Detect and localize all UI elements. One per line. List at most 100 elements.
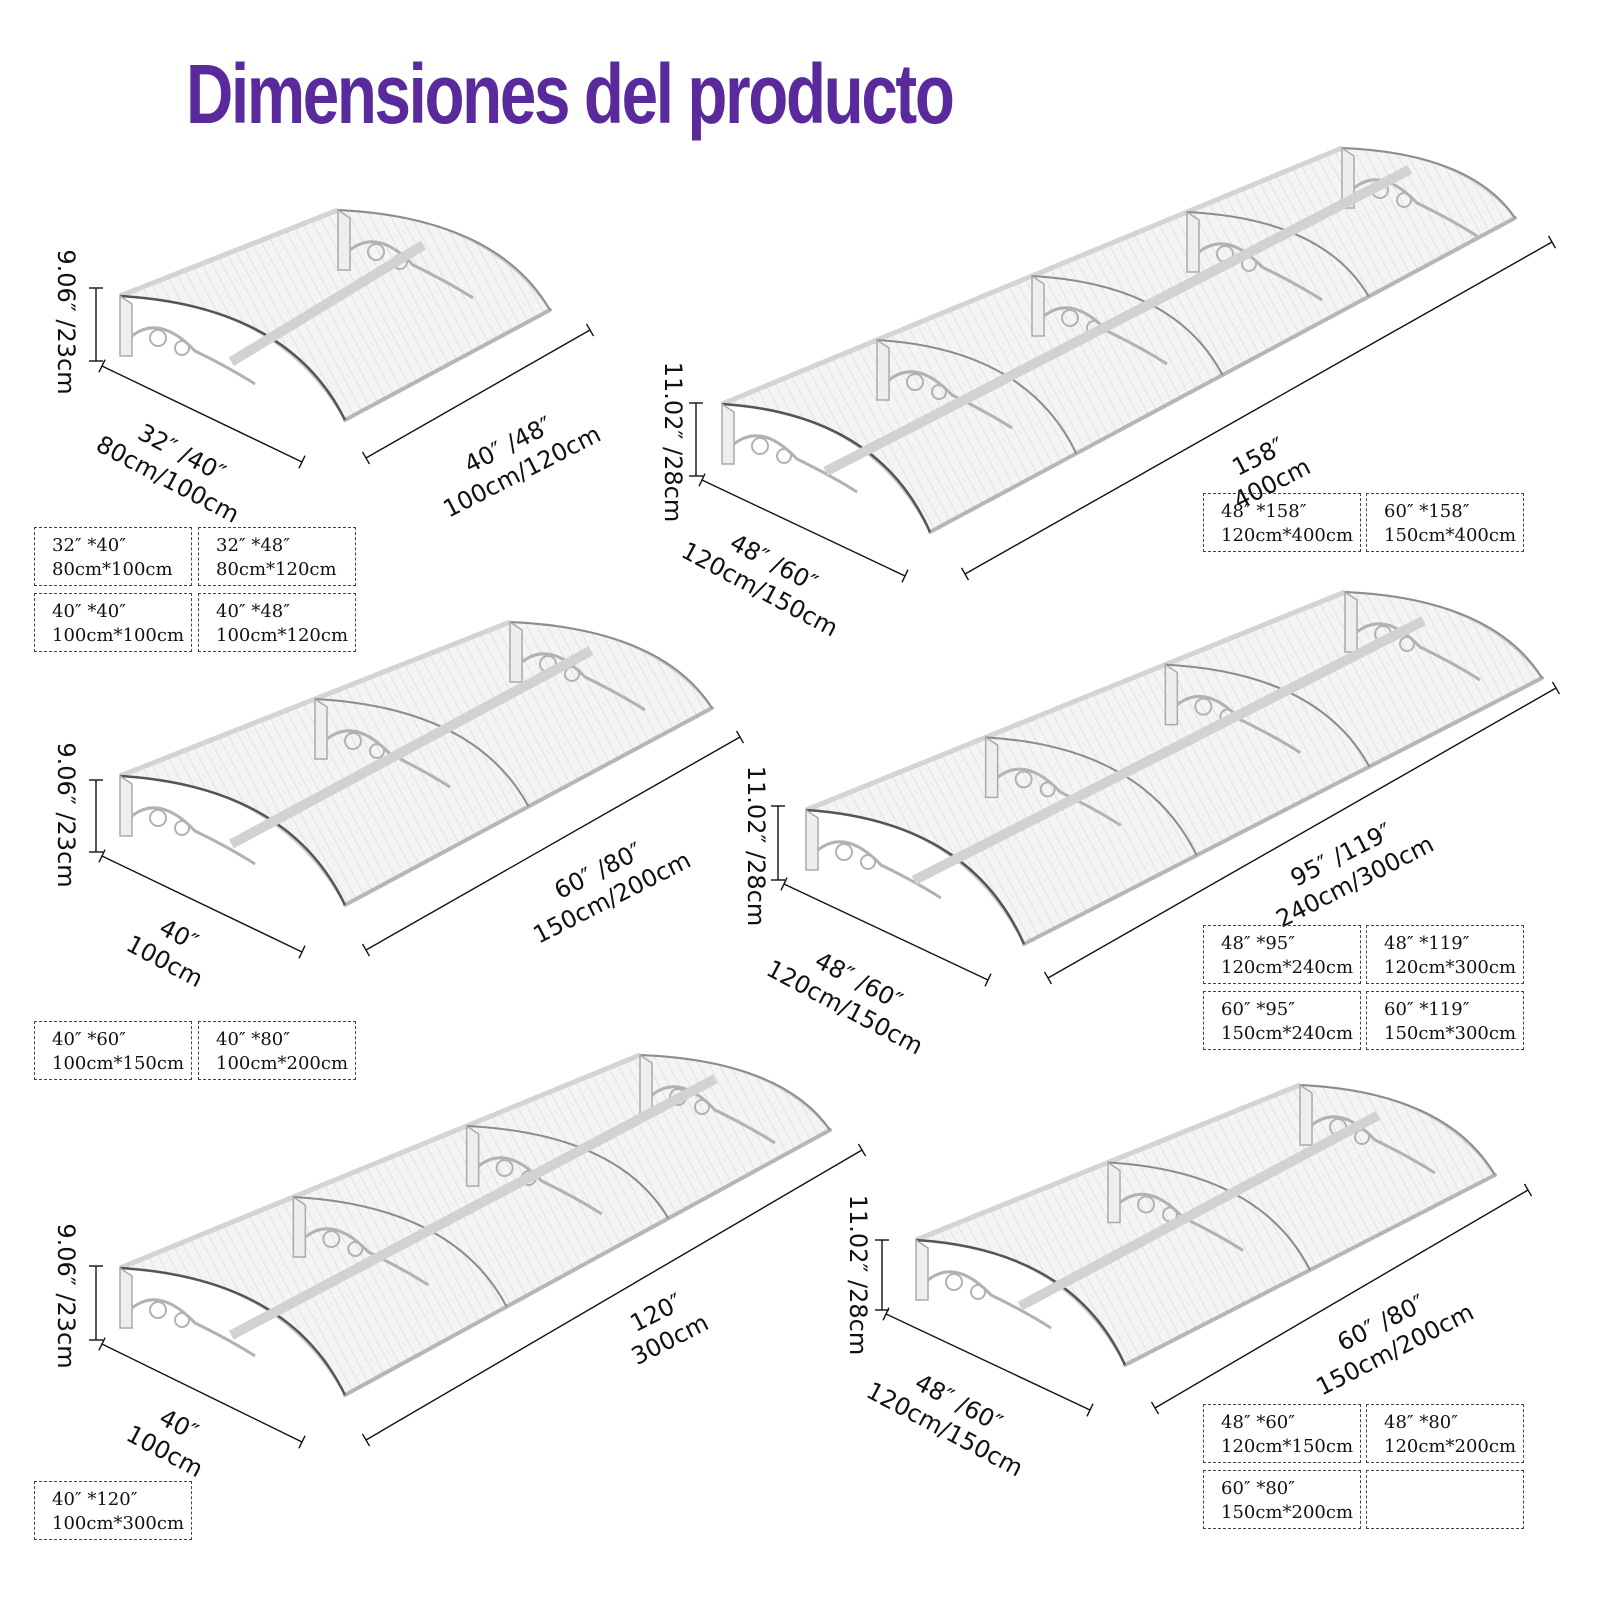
- size-inches: 48″ *119″: [1384, 933, 1470, 954]
- seam-arc: [1165, 663, 1371, 768]
- width-dimension-line: [960, 235, 1557, 581]
- size-cm: 150cm*200cm: [1221, 1502, 1354, 1523]
- empty-size-box: [1366, 1470, 1524, 1529]
- wall-rail: [119, 1052, 641, 1271]
- seam-arc: [1186, 211, 1370, 298]
- height-dimension-line: [771, 805, 785, 881]
- seam-arc: [1344, 591, 1543, 679]
- seam-arc: [721, 402, 932, 533]
- support-bar: [911, 616, 1426, 885]
- size-inches: 48″ *80″: [1384, 1412, 1458, 1433]
- size-inches: 32″ *40″: [52, 535, 126, 556]
- support-bar: [823, 165, 1413, 477]
- size-cm: 120cm*150cm: [1221, 1436, 1354, 1457]
- size-option-box: 32″ *40″ 80cm*100cm: [34, 527, 192, 586]
- size-inches: 40″ *40″: [52, 601, 126, 622]
- size-cm: 150cm*300cm: [1384, 1023, 1517, 1044]
- size-cm: 150cm*240cm: [1221, 1023, 1354, 1044]
- support-bar: [228, 1074, 718, 1340]
- size-inches: 60″ *95″: [1221, 999, 1295, 1020]
- support-bar: [228, 646, 594, 849]
- size-cm: 100cm*150cm: [52, 1053, 185, 1074]
- canopy-6: [915, 1082, 1497, 1367]
- bracket: [915, 1238, 1052, 1330]
- depth-dimension-line: [780, 877, 992, 987]
- width-dimension-line: [1043, 681, 1561, 985]
- height-dimension-line: [89, 1265, 103, 1341]
- height-dimension-line: [89, 779, 103, 853]
- width-label: 60″ /80″150cm/200cm: [1298, 1271, 1478, 1401]
- height-dimension-line: [875, 1239, 889, 1311]
- bracket: [119, 774, 256, 866]
- size-option-box: 48″ *119″ 120cm*300cm: [1366, 925, 1524, 984]
- size-option-box: 60″ *158″150cm*400cm: [1366, 493, 1524, 552]
- height-dimension-line: [689, 402, 703, 477]
- size-cm: 150cm*400cm: [1384, 525, 1517, 546]
- height-label: 9.06″ /23cm: [52, 1223, 80, 1368]
- depth-dimension-line: [698, 473, 909, 583]
- canopy-1: [119, 207, 552, 422]
- size-inches: 48″ *60″: [1221, 1412, 1295, 1433]
- size-inches: 40″ *60″: [52, 1029, 126, 1050]
- size-cm: 100cm*300cm: [52, 1513, 185, 1534]
- bracket: [721, 402, 858, 494]
- bracket: [984, 735, 1122, 827]
- size-option-box: 48″ *95″ 120cm*240cm: [1203, 925, 1361, 984]
- size-option-box: 60″ *80″ 150cm*200cm: [1203, 1470, 1361, 1529]
- size-option-box: 32″ *48″80cm*120cm: [198, 527, 356, 586]
- bracket: [1341, 146, 1478, 238]
- height-label: 9.06″ /23cm: [52, 742, 80, 887]
- support-bar: [1017, 1111, 1381, 1311]
- size-cm: 120cm*200cm: [1384, 1436, 1517, 1457]
- bracket: [119, 294, 256, 386]
- size-inches: 60″ *119″: [1384, 999, 1470, 1020]
- size-inches: 40″ *120″: [52, 1489, 138, 1510]
- size-cm: 120cm*300cm: [1384, 957, 1517, 978]
- seam-arc: [1341, 147, 1516, 219]
- bracket: [639, 1053, 776, 1145]
- width-dimension-line: [1150, 1183, 1533, 1415]
- seam-arc: [1299, 1084, 1496, 1176]
- height-label: 11.02″ /28cm: [659, 362, 687, 523]
- size-cm: 100cm*120cm: [216, 625, 349, 646]
- size-inches: 60″ *80″: [1221, 1478, 1295, 1499]
- height-label: 9.06″ /23cm: [52, 249, 80, 394]
- bracket: [805, 808, 942, 900]
- support-bar: [228, 240, 426, 367]
- size-option-box: 48″ *60″ 120cm*150cm: [1203, 1404, 1361, 1463]
- size-cm: 120cm*400cm: [1221, 525, 1354, 546]
- wall-rail: [119, 207, 339, 299]
- canopy-2: [119, 619, 714, 907]
- bracket: [119, 1266, 256, 1358]
- size-cm: 80cm*100cm: [52, 559, 173, 580]
- seam-arc: [119, 774, 347, 906]
- size-inches: 48″ *158″: [1221, 501, 1307, 522]
- front-rail: [343, 308, 552, 422]
- size-cm: 120cm*240cm: [1221, 957, 1354, 978]
- wall-rail: [805, 589, 1346, 813]
- depth-dimension-line: [98, 359, 306, 469]
- size-cm: 100cm*200cm: [216, 1053, 349, 1074]
- seam-arc: [509, 621, 713, 709]
- size-option-box: 40″ *80″100cm*200cm: [198, 1021, 356, 1080]
- depth-label: 40″100cm: [122, 1393, 222, 1483]
- bracket: [337, 208, 474, 300]
- seam-arc: [466, 1125, 670, 1219]
- size-option-box: 48″ *80″ 120cm*200cm: [1366, 1404, 1524, 1463]
- canopy-5: [805, 589, 1544, 946]
- size-option-box: 40″ *120″ 100cm*300cm: [34, 1481, 192, 1540]
- size-inches: 48″ *95″: [1221, 933, 1295, 954]
- size-inches: 32″ *48″: [216, 535, 290, 556]
- width-dimension-line: [361, 1143, 867, 1447]
- seam-arc: [119, 294, 347, 421]
- size-option-box: 60″ *95″ 150cm*240cm: [1203, 991, 1361, 1050]
- size-inches: 40″ *48″: [216, 601, 290, 622]
- front-rail: [1022, 676, 1544, 946]
- depth-label: 32″ /40″80cm/100cm: [92, 404, 258, 529]
- bracket: [292, 1195, 430, 1287]
- seam-arc: [639, 1054, 831, 1131]
- bracket: [876, 338, 1013, 430]
- depth-label: 48″ /60″120cm/150cm: [862, 1350, 1042, 1482]
- bracket: [1186, 210, 1323, 302]
